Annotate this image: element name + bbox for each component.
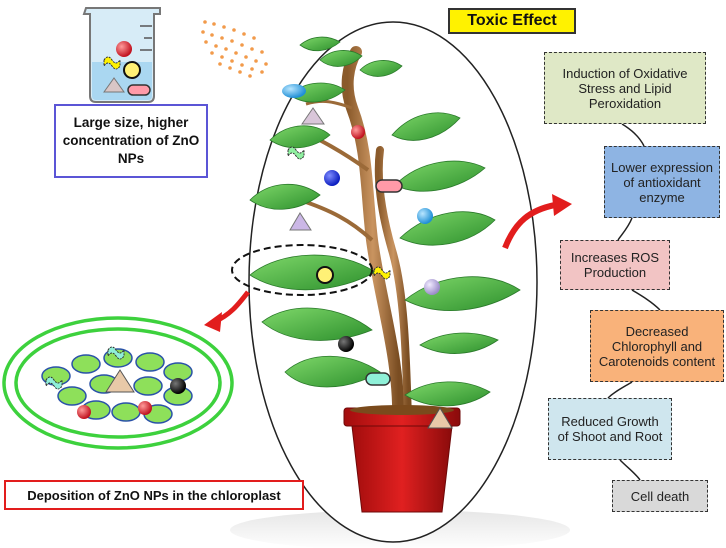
arrow-to-effects bbox=[502, 202, 556, 250]
beaker-icon bbox=[82, 7, 161, 103]
effect-chlorophyll: Decreased Chlorophyll and Carotenoids co… bbox=[590, 310, 724, 382]
nanoparticle-spray-icon bbox=[201, 20, 268, 78]
toxic-effect-title: Toxic Effect bbox=[448, 8, 576, 34]
effect-ros-production: Increases ROS Production bbox=[560, 240, 670, 290]
effect-reduced-growth: Reduced Growth of Shoot and Root bbox=[548, 398, 672, 460]
plant-oval bbox=[248, 21, 538, 543]
effect-antioxidant-enzyme: Lower expression of antioxidant enzyme bbox=[604, 146, 720, 218]
highlighted-leaf bbox=[231, 244, 373, 296]
nanoparticle-markers bbox=[282, 84, 453, 429]
effect-cell-death: Cell death bbox=[612, 480, 708, 512]
deposition-label: Deposition of ZnO NPs in the chloroplast bbox=[4, 480, 304, 510]
effect-connectors bbox=[607, 123, 661, 481]
chloroplast bbox=[2, 316, 234, 450]
effect-oxidative-stress: Induction of Oxidative Stress and Lipid … bbox=[544, 52, 706, 124]
plant-leaves bbox=[249, 36, 521, 407]
plant-pot bbox=[343, 405, 461, 513]
source-label: Large size, higher concentration of ZnO … bbox=[54, 104, 208, 178]
